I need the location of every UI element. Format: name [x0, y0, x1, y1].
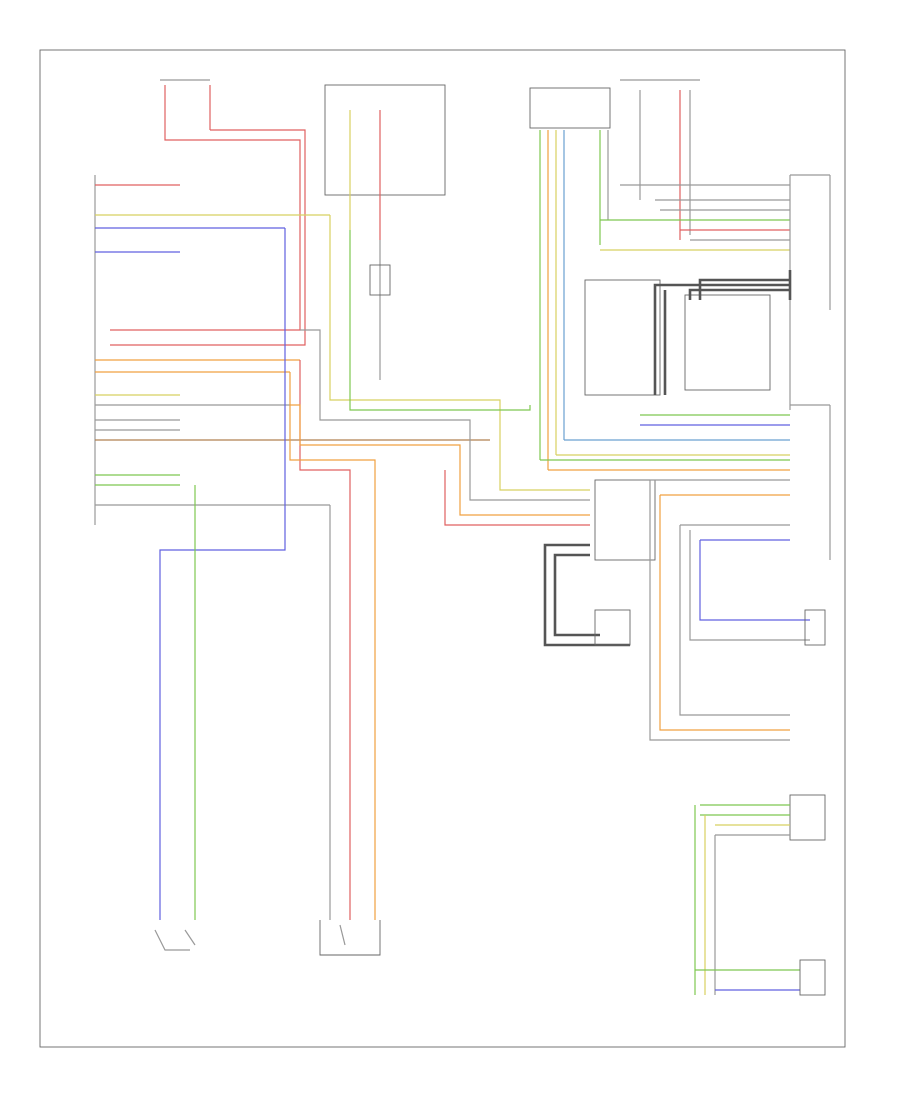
- diagram-frame: [39, 49, 846, 1048]
- fuse-block-left: [110, 79, 306, 346]
- lever-harness: [543, 543, 631, 647]
- bottom-sensor: [319, 920, 381, 956]
- thick-sensor-wires: [653, 270, 792, 395]
- relay-switch: [349, 110, 391, 380]
- right-connector-mid: [640, 404, 831, 560]
- sensor-box-a: [584, 279, 661, 396]
- right-bundle: [539, 130, 790, 471]
- wire-red-run: [299, 360, 351, 920]
- relay-box-right: [529, 87, 611, 129]
- sensor-box-b: [684, 294, 771, 391]
- lower-right-module: [694, 794, 826, 996]
- right-connector-low: [649, 479, 826, 741]
- fuse-block-right: [620, 79, 700, 240]
- relay-box-center: [324, 84, 446, 196]
- center-harness: [290, 215, 590, 526]
- wire-blue-run: [159, 228, 286, 920]
- right-connector-top: [600, 174, 831, 410]
- shift-control-unit: [594, 479, 656, 561]
- wire-orn-run: [289, 372, 376, 920]
- front-sensor: [154, 929, 196, 951]
- ecm-connector: [94, 175, 490, 525]
